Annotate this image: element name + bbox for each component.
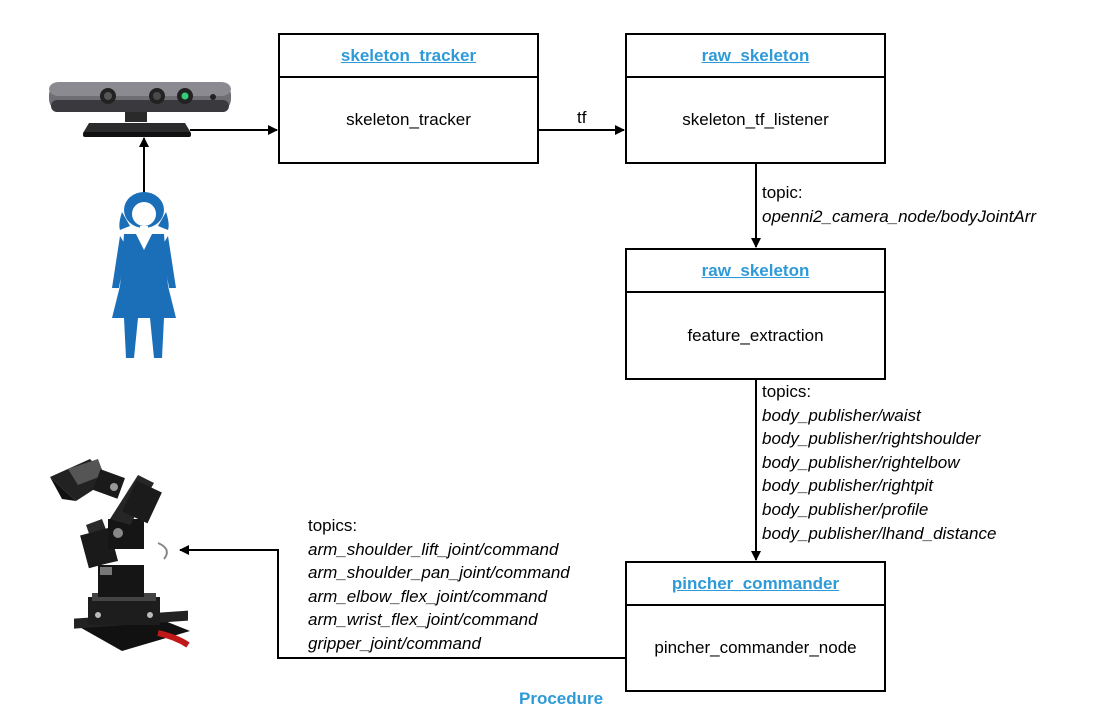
node-header[interactable]: skeleton_tracker [280,35,537,78]
person-icon [112,192,176,358]
topic-name: openni2_camera_node/bodyJointArr [762,206,1037,226]
topic-name: body_publisher/rightpit [762,476,934,496]
topic-name: arm_shoulder_pan_joint/command [308,563,570,583]
robot-arm-image [50,459,190,651]
raw-skeleton-node-2: raw_skeleton feature_extraction [625,248,886,380]
edge-label-tf: tf [577,106,586,130]
topic-name: body_publisher/lhand_distance [762,523,997,543]
skeleton-tracker-node: skeleton_tracker skeleton_tracker [278,33,539,164]
topic-name: arm_elbow_flex_joint/command [308,586,548,606]
topic-name: gripper_joint/command [308,633,481,653]
node-body: feature_extraction [687,325,824,345]
camera-image [49,82,231,137]
edge-label-heading: topics: [308,516,358,535]
node-header[interactable]: raw_skeleton [627,35,884,78]
edge-label-commands: topics: arm_shoulder_lift_joint/command … [308,514,570,656]
pincher-commander-node: pincher_commander pincher_commander_node [625,561,886,692]
topic-name: body_publisher/rightelbow [762,452,960,472]
topic-name: body_publisher/rightshoulder [762,429,981,449]
edge-commands [179,545,625,659]
node-body: skeleton_tf_listener [682,110,829,129]
node-header[interactable]: pincher_commander [627,563,884,606]
topic-name: body_publisher/profile [762,499,929,519]
edge-label-text: tf [577,108,587,127]
topic-name: arm_shoulder_lift_joint/command [308,539,559,559]
topic-name: arm_wrist_flex_joint/command [308,610,538,630]
edge-label-features: topics: body_publisher/waist body_publis… [762,380,996,545]
edge-label-heading: topic: [762,183,803,202]
raw-skeleton-node-1: raw_skeleton skeleton_tf_listener [625,33,886,164]
topic-name: body_publisher/waist [762,405,921,425]
node-body: pincher_commander_node [654,638,857,657]
node-header[interactable]: raw_skeleton [627,250,884,293]
edge-label-heading: topics: [762,382,812,401]
node-body: skeleton_tracker [346,110,471,129]
edge-label-body-joint: topic: openni2_camera_node/bodyJointArr [762,181,1036,228]
diagram-caption: Procedure [519,689,604,708]
